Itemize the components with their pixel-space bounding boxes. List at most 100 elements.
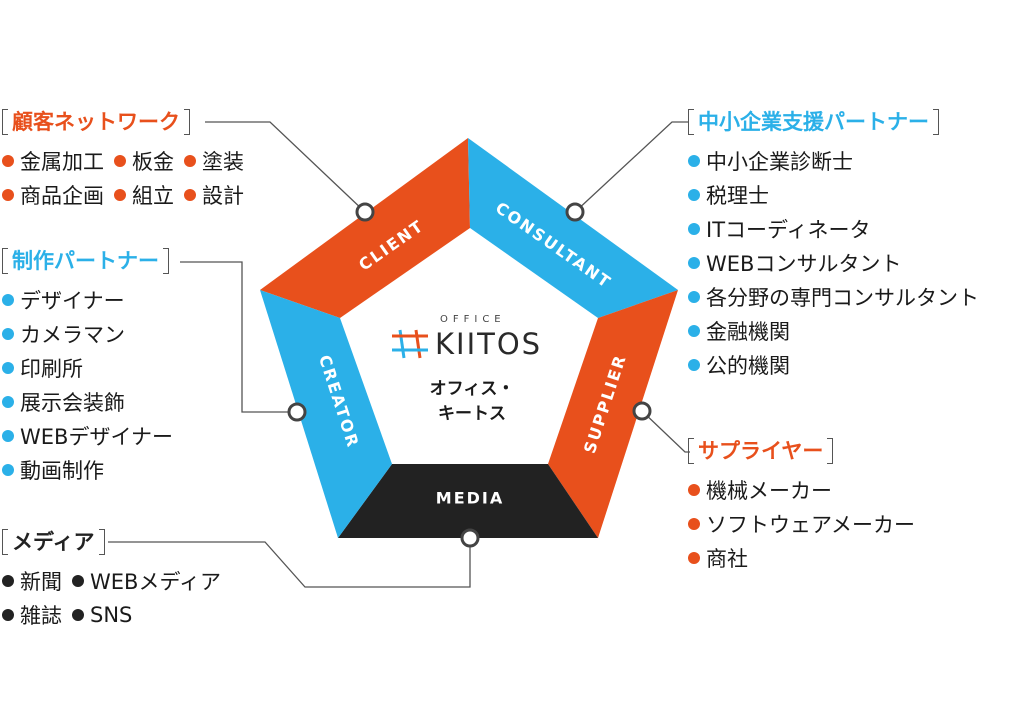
node-supplier	[632, 401, 652, 421]
bullet-dot-icon	[2, 294, 14, 306]
bullet-dot-icon	[2, 396, 14, 408]
list-item-label: 展示会装飾	[20, 391, 125, 415]
list-item: 組立	[114, 180, 174, 210]
connector-creator	[180, 261, 297, 413]
list-item: 動画制作	[2, 455, 104, 485]
bracket-right	[184, 109, 190, 135]
list-item: 各分野の専門コンサルタント	[688, 282, 979, 312]
bullet-dot-icon	[688, 257, 700, 269]
list-item: 雑誌	[2, 600, 62, 630]
bullet-dot-icon	[114, 155, 126, 167]
list-item: WEBコンサルタント	[688, 248, 901, 278]
list-row: 中小企業診断士	[688, 144, 989, 178]
list-item: 板金	[114, 146, 174, 176]
node-media	[460, 528, 480, 548]
list-item: 商品企画	[2, 180, 104, 210]
bullet-dot-icon	[2, 464, 14, 476]
segment-label-media: MEDIA	[436, 489, 504, 508]
list-row: 公的機関	[688, 348, 989, 382]
list-item: 商社	[688, 543, 748, 573]
list-item: デザイナー	[2, 285, 125, 315]
group-consultant: 中小企業支援パートナー 中小企業診断士税理士 ITコーディネータ WEBコンサルタン…	[688, 108, 989, 382]
list-item: カメラマン	[2, 319, 125, 349]
list-item-label: 印刷所	[20, 357, 83, 381]
list-item-label: WEBデザイナー	[20, 425, 174, 449]
bullet-dot-icon	[72, 575, 84, 587]
group-client: 顧客ネットワーク 金属加工板金塗装商品企画組立設計	[2, 108, 254, 212]
bracket-left	[2, 248, 8, 274]
bullet-dot-icon	[688, 325, 700, 337]
connector-lines	[108, 121, 690, 588]
list-item: 展示会装飾	[2, 387, 125, 417]
group-title-supplier: サプライヤー	[688, 437, 925, 465]
bracket-left	[688, 109, 694, 135]
list-item: 中小企業診断士	[688, 146, 853, 176]
connector-nodes	[287, 202, 652, 548]
list-item: ITコーディネータ	[688, 214, 871, 244]
bullet-dot-icon	[2, 328, 14, 340]
bullet-dot-icon	[2, 609, 14, 621]
group-title-text: 顧客ネットワーク	[12, 110, 180, 134]
list-item-label: 各分野の専門コンサルタント	[706, 286, 979, 310]
group-title-text: 中小企業支援パートナー	[698, 110, 929, 134]
list-item: 設計	[184, 180, 244, 210]
segment-supplier	[548, 290, 678, 538]
group-items: 機械メーカーソフトウェアメーカー商社	[688, 473, 925, 575]
list-row: ソフトウェアメーカー	[688, 507, 925, 541]
node-creator	[287, 402, 307, 422]
list-item-label: ITコーディネータ	[706, 218, 871, 242]
bullet-dot-icon	[2, 575, 14, 587]
bullet-dot-icon	[688, 291, 700, 303]
logo-office-text: OFFICE	[440, 314, 506, 325]
list-row: 雑誌 SNS	[2, 598, 231, 632]
list-row: WEBデザイナー	[2, 419, 183, 453]
list-row: 金属加工板金塗装	[2, 144, 254, 178]
list-item-label: 商品企画	[20, 184, 104, 208]
bullet-dot-icon	[184, 155, 196, 167]
list-row: 動画制作	[2, 453, 183, 487]
bracket-right	[98, 529, 105, 555]
group-title-text: サプライヤー	[698, 439, 824, 463]
list-item-label: 動画制作	[20, 459, 104, 483]
list-row: 金融機関	[688, 314, 989, 348]
group-items: デザイナーカメラマン印刷所展示会装飾 WEBデザイナー動画制作	[2, 283, 183, 487]
list-item: ソフトウェアメーカー	[688, 509, 915, 539]
group-title-consultant: 中小企業支援パートナー	[688, 108, 989, 136]
list-item: 税理士	[688, 180, 769, 210]
connector-client	[205, 121, 366, 213]
list-item: 印刷所	[2, 353, 83, 383]
list-item: 金融機関	[688, 316, 790, 346]
bullet-dot-icon	[2, 155, 14, 167]
list-item-label: カメラマン	[20, 323, 125, 347]
bullet-dot-icon	[688, 155, 700, 167]
bracket-right	[163, 248, 169, 274]
connector-media	[108, 538, 471, 588]
group-title-text: 制作パートナー	[12, 249, 159, 273]
list-item-label: 税理士	[706, 184, 769, 208]
list-row: WEBコンサルタント	[688, 246, 989, 280]
bullet-dot-icon	[2, 189, 14, 201]
bullet-dot-icon	[688, 223, 700, 235]
list-row: 印刷所	[2, 351, 183, 385]
list-item-label: デザイナー	[20, 289, 125, 313]
group-creator: 制作パートナー デザイナーカメラマン印刷所展示会装飾 WEBデザイナー動画制作	[2, 247, 183, 487]
list-row: 機械メーカー	[688, 473, 925, 507]
bullet-dot-icon	[2, 430, 14, 442]
segment-creator	[260, 290, 392, 538]
center-name-line1: オフィス・	[430, 379, 515, 399]
list-row: 各分野の専門コンサルタント	[688, 280, 989, 314]
list-item-label: SNS	[90, 603, 133, 627]
list-item: 塗装	[184, 146, 244, 176]
bullet-dot-icon	[184, 189, 196, 201]
list-item-label: 公的機関	[706, 354, 790, 378]
list-row: カメラマン	[2, 317, 183, 351]
kiitos-logo: OFFICE KIITOS	[392, 314, 540, 361]
list-item-label: 雑誌	[20, 604, 62, 628]
list-row: 展示会装飾	[2, 385, 183, 419]
bullet-dot-icon	[2, 362, 14, 374]
list-item-label: WEBメディア	[90, 570, 221, 594]
center-name-line2: キートス	[438, 404, 506, 424]
bracket-right	[827, 438, 834, 464]
